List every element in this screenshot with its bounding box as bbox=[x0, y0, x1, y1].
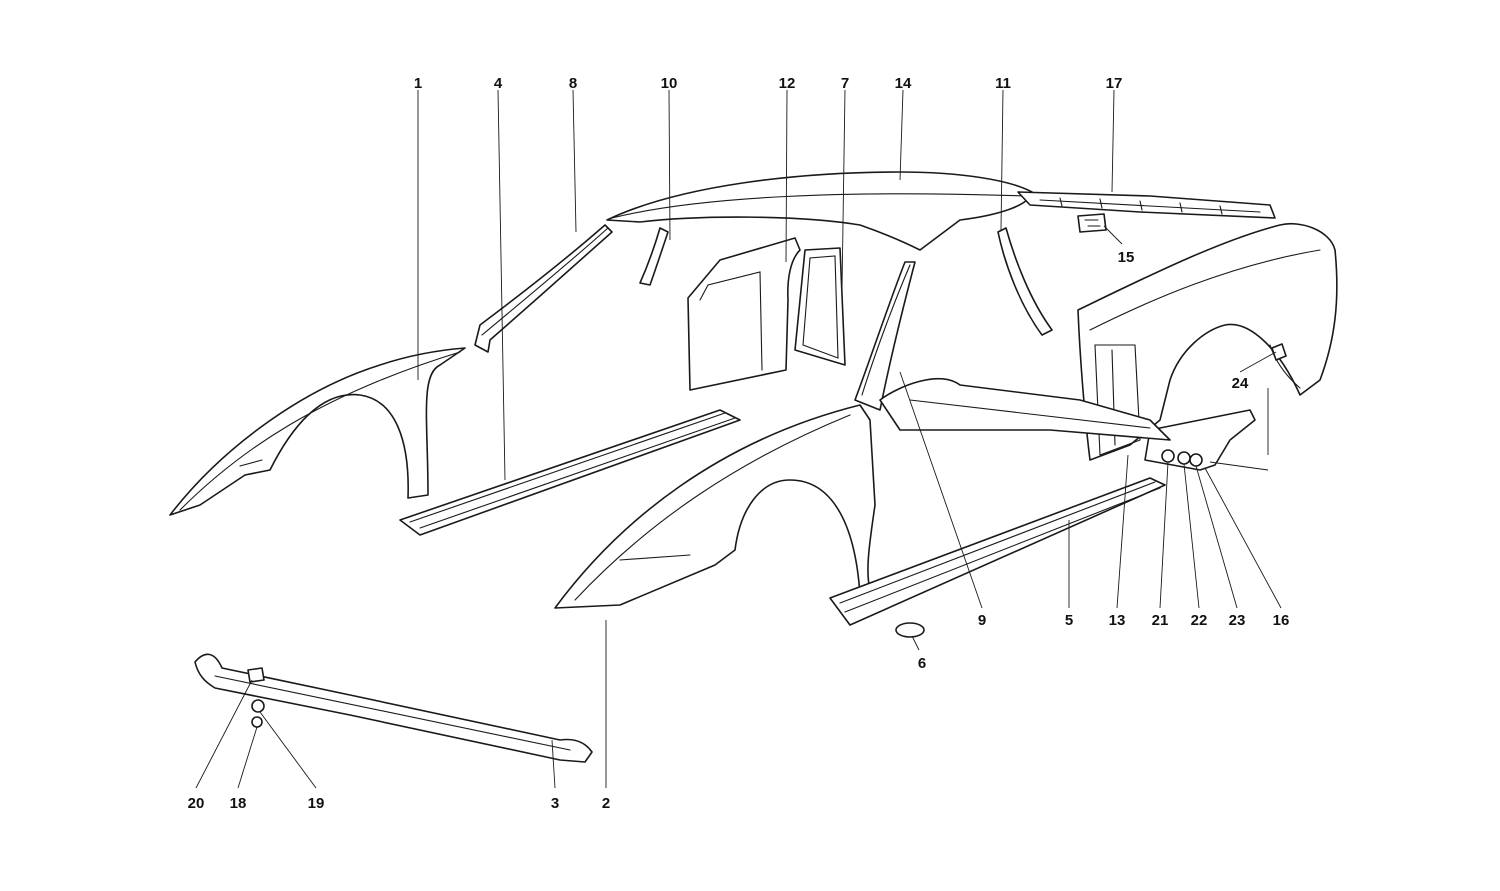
callout-14: 14 bbox=[895, 75, 912, 92]
part-4-inner-sill bbox=[399, 409, 741, 536]
part-1-front-inner-fender bbox=[169, 347, 466, 516]
callout-15: 15 bbox=[1118, 249, 1135, 266]
callout-4: 4 bbox=[494, 75, 503, 92]
callout-20: 20 bbox=[188, 795, 205, 812]
callout-8: 8 bbox=[569, 75, 577, 92]
part-3-front-spoiler bbox=[194, 653, 593, 763]
callout-18: 18 bbox=[230, 795, 247, 812]
part-2-side-outer-panel bbox=[554, 404, 876, 609]
callout-13: 13 bbox=[1109, 612, 1126, 629]
part-10-inner-pillar bbox=[639, 227, 669, 286]
callout-21: 21 bbox=[1152, 612, 1169, 629]
callout-11: 11 bbox=[995, 75, 1011, 92]
part-24-bracket bbox=[1271, 343, 1287, 361]
part-9-rear-pillar bbox=[854, 261, 916, 411]
part-12-b-pillar-panel bbox=[687, 237, 801, 391]
part-6-plug bbox=[895, 622, 925, 638]
callout-19: 19 bbox=[308, 795, 325, 812]
fasteners-18-20 bbox=[247, 667, 265, 728]
part-7-window-frame bbox=[794, 247, 846, 366]
part-5-outer-sill bbox=[829, 477, 1166, 626]
callout-24: 24 bbox=[1232, 375, 1249, 392]
callout-5: 5 bbox=[1065, 612, 1073, 629]
callout-22: 22 bbox=[1191, 612, 1208, 629]
callout-23: 23 bbox=[1229, 612, 1246, 629]
callout-17: 17 bbox=[1106, 75, 1123, 92]
callout-16: 16 bbox=[1273, 612, 1290, 629]
part-15-bracket bbox=[1077, 213, 1107, 233]
callout-2: 2 bbox=[602, 795, 610, 812]
callout-12: 12 bbox=[779, 75, 796, 92]
callout-10: 10 bbox=[661, 75, 678, 92]
callout-6: 6 bbox=[918, 655, 926, 672]
floor-structure bbox=[879, 377, 1171, 441]
part-11-quarter-pillar bbox=[997, 227, 1053, 336]
part-17-rear-rail bbox=[1017, 191, 1276, 219]
leader-lines bbox=[195, 89, 1282, 789]
callouts: 1 4 8 10 12 7 14 11 17 15 24 9 5 13 21 2… bbox=[188, 75, 1290, 812]
callout-3: 3 bbox=[551, 795, 559, 812]
callout-1: 1 bbox=[414, 75, 422, 92]
part-8-windscreen-pillar bbox=[474, 224, 613, 353]
callout-7: 7 bbox=[841, 75, 849, 92]
part-14-roof-panel bbox=[606, 171, 1033, 251]
callout-9: 9 bbox=[978, 612, 986, 629]
